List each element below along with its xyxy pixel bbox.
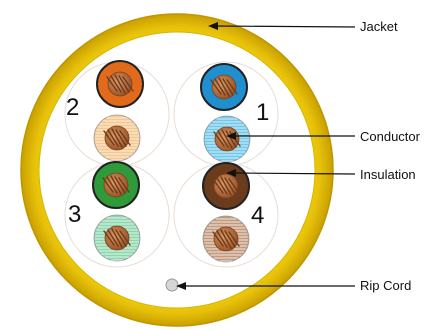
wire-pair-2-striped: [93, 114, 141, 162]
jacket-inner: [38, 31, 316, 309]
jacket: [20, 13, 334, 327]
rip-cord-label: Rip Cord: [360, 278, 411, 293]
wire-pair-1-solid: [200, 63, 248, 111]
jacket-callout-line: [213, 25, 356, 28]
insulation-label: Insulation: [360, 167, 416, 182]
conductor-pair-3-solid: [102, 172, 130, 198]
wire-pair-2-solid: [96, 60, 144, 108]
wire-pair-3-striped: [93, 214, 141, 262]
jacket-callout-arrow: [208, 22, 218, 30]
conductor-label: Conductor: [360, 129, 421, 144]
insulation-callout-arrow: [226, 169, 236, 177]
jacket-label: Jacket: [360, 19, 398, 34]
pair-number-3: 3: [68, 201, 81, 228]
pair-number-4: 4: [251, 202, 264, 229]
wire-pair-3-solid: [92, 161, 140, 209]
conductor-pair-3-striped: [103, 225, 131, 251]
conductor-pair-1-striped: [213, 126, 241, 152]
wire-pair-1-striped: [203, 115, 251, 163]
wire-pair-4-solid: [202, 162, 250, 210]
conductor-pair-4-solid: [212, 173, 240, 199]
insulation-callout-line: [231, 172, 356, 175]
conductor-pair-2-striped: [103, 125, 131, 151]
wires: [92, 60, 251, 263]
callouts: [176, 22, 356, 290]
conductor-pair-2-solid: [106, 71, 134, 97]
wire-pair-4-striped: [202, 215, 250, 263]
pair-number-2: 2: [66, 94, 79, 121]
rip-cord-callout-arrow: [176, 282, 186, 290]
conductor-pair-4-striped: [212, 226, 240, 252]
rip-cord: [165, 278, 179, 292]
conductor-pair-1-solid: [210, 74, 238, 100]
pair-number-1: 1: [256, 99, 269, 126]
conductor-callout-arrow: [226, 132, 236, 140]
